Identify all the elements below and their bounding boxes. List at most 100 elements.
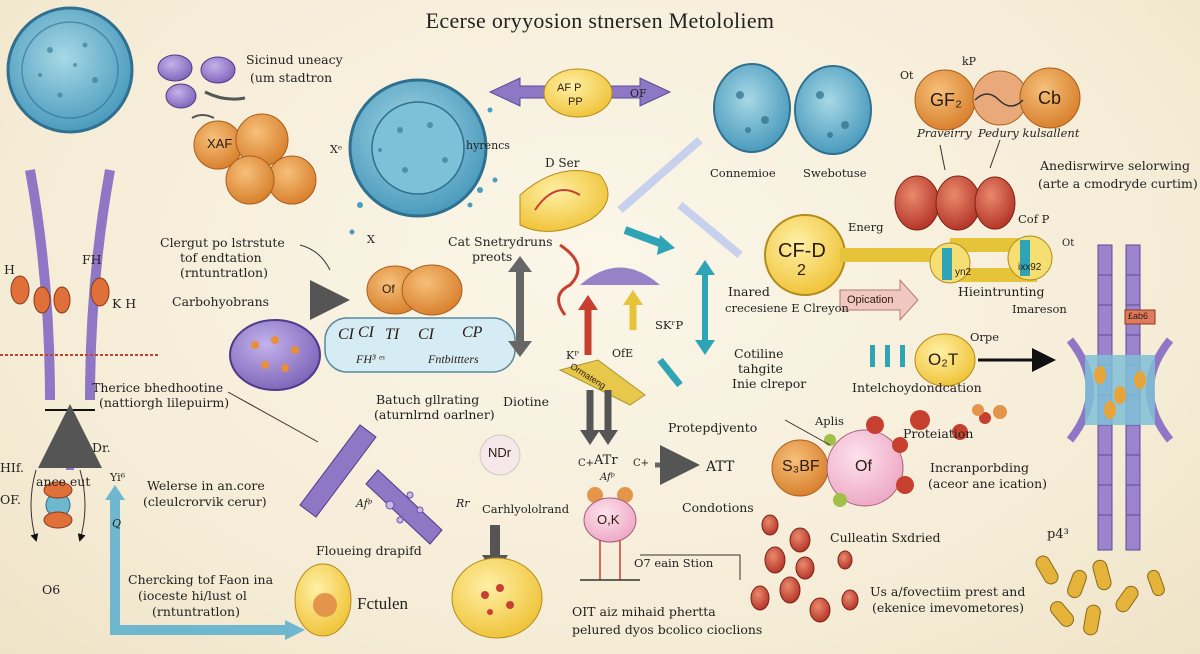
left-purple-channel <box>0 169 160 470</box>
label-oit-2: pelured dyos bcolico cioclions <box>572 622 763 637</box>
label-xaf: XAF <box>207 136 233 151</box>
label-kp: kP <box>962 55 977 68</box>
center-arrows <box>482 136 743 575</box>
label-batuch-2: (aturnlrnd oarlner) <box>374 407 495 422</box>
label-h-left: H <box>4 262 15 277</box>
label-ndr: NDr <box>488 445 512 460</box>
label-of-cell: Of <box>382 282 395 296</box>
label-af-p: AF P <box>557 82 582 94</box>
label-incran-2: (aceor ane ication) <box>928 476 1048 491</box>
label-att: ATT <box>706 459 735 475</box>
label-atr: ATr <box>594 453 618 468</box>
label-anedisrive-2: (arte a cmodryde curtim) <box>1038 176 1198 191</box>
label-yi6: Yi⁶ <box>110 471 125 484</box>
label-yn2: yn2 <box>955 267 972 278</box>
label-of-eain: O7 eain Stion <box>634 556 714 570</box>
center-yellow-cell <box>519 170 609 316</box>
label-pp: PP <box>568 96 583 108</box>
blue-cell-top-left <box>6 6 134 134</box>
label-clergut-1: Clergut po lstrstute <box>160 235 285 250</box>
bottom-yellow-cells <box>294 434 543 639</box>
label-carhlyolerand: Carhlyololrand <box>482 502 570 516</box>
double-arrow-top <box>488 68 672 118</box>
label-of-pink: Of <box>855 458 872 475</box>
opication-arrow <box>839 278 919 322</box>
label-therice-1: Therice bhedhootine <box>92 380 224 395</box>
o2t-molecule <box>870 333 1056 387</box>
label-k-h: K H <box>112 296 137 311</box>
label-p43: p4³ <box>1047 527 1069 542</box>
right-membrane-column <box>1066 244 1174 551</box>
label-cgi-6: FH³ ᵉˢ <box>356 352 385 366</box>
label-orpe: Orpe <box>970 330 1000 344</box>
label-cgi-3: TI <box>385 326 400 343</box>
label-energ: Energ <box>848 220 884 234</box>
label-ance-eut: ance eut <box>36 474 91 489</box>
label-praveirry: Praveirry <box>917 126 972 140</box>
label-dr: Dr. <box>92 440 111 455</box>
label-cat-1: Cat Snetrydruns <box>448 234 553 249</box>
label-fh: FH <box>82 252 102 267</box>
label-cotiline-1: Cotiline <box>734 346 784 361</box>
twin-blue-cells <box>713 63 872 155</box>
purple-oval-cell <box>229 319 321 391</box>
label-gf2: GF₂ <box>930 90 962 110</box>
label-ot-right: Ot <box>1062 238 1075 249</box>
label-pedury: Pedury kulsallent <box>978 126 1080 140</box>
label-swebotuse: Swebotuse <box>803 166 867 180</box>
label-connemioe: Connemioe <box>710 166 776 180</box>
label-um-stadtron: (um stadtron <box>250 70 333 85</box>
label-o6: O6 <box>42 582 61 597</box>
label-chercking-1: Chercking tof Faon ina <box>128 572 274 587</box>
label-d-ser: D Ser <box>545 156 580 170</box>
label-cgi-1: CI <box>338 326 354 343</box>
label-intelchoy: Intelchoydondcation <box>852 380 982 395</box>
label-opication: Opication <box>847 294 894 306</box>
label-skp: SKʳP <box>655 318 684 332</box>
s3bf-of-molecules <box>771 404 1007 507</box>
label-aplis: Aplis <box>815 414 844 428</box>
orange-blob-xaf <box>193 113 317 205</box>
label-batuch-1: Batuch gllrating <box>376 392 480 407</box>
label-of-top: OF <box>630 87 647 100</box>
label-cat-2: preots <box>472 249 513 264</box>
red-droplets <box>750 514 859 623</box>
label-ok: O,K <box>597 512 620 527</box>
label-floueing: Floueing drapifd <box>316 543 422 558</box>
label-protepdjvento: Protepdjvento <box>668 420 758 435</box>
red-cluster-right <box>894 175 1016 231</box>
blue-cell-center <box>348 78 498 235</box>
label-hif: HIf. <box>0 460 24 475</box>
label-cb: Cb <box>1038 88 1062 108</box>
label-x-mid: X <box>367 233 375 246</box>
gf2-cb-molecule <box>914 67 1081 131</box>
label-proteiation: Proteiation <box>903 426 974 441</box>
label-s3bf: S₃BF <box>782 458 820 475</box>
label-chercking-3: (rntuntratlon) <box>152 604 240 619</box>
label-cgi-2: CI <box>358 324 374 341</box>
label-af-rod: Afᵖ <box>356 497 373 510</box>
label-af-sub: Afᵖ <box>600 472 615 483</box>
label-clergut-3: (rntuntratlon) <box>180 265 268 280</box>
label-inared-2: crecesiene E Clreyon <box>725 301 849 315</box>
label-carbohyobrans: Carbohyobrans <box>172 294 270 309</box>
label-cgi-4: CI <box>418 326 434 343</box>
label-cof-p: Cof P <box>1018 212 1050 226</box>
orange-cell-of <box>366 264 463 316</box>
label-xe: Xᵉ <box>330 143 343 156</box>
leader-lines <box>227 139 1001 580</box>
label-sicinud: Sicinud uneacy <box>246 52 343 67</box>
label-hieintunting: Hieintrunting <box>958 284 1045 299</box>
label-culleatin: Culleatin Sxdried <box>830 530 941 545</box>
label-ot-top: Ot <box>900 69 914 82</box>
label-oit-1: OIT aiz mihaid phertta <box>572 604 716 619</box>
label-rr: Rr <box>456 497 470 510</box>
label-cgi-5: CP <box>462 324 483 341</box>
label-cf-d-2: 2 <box>797 262 806 279</box>
label-cgi-7: Fntbittters <box>428 352 479 366</box>
label-fctulen: Fctulen <box>357 594 408 613</box>
label-incran-1: Incranporbding <box>930 460 1030 475</box>
purple-rods <box>299 424 443 545</box>
ok-pink-molecule <box>580 487 640 581</box>
